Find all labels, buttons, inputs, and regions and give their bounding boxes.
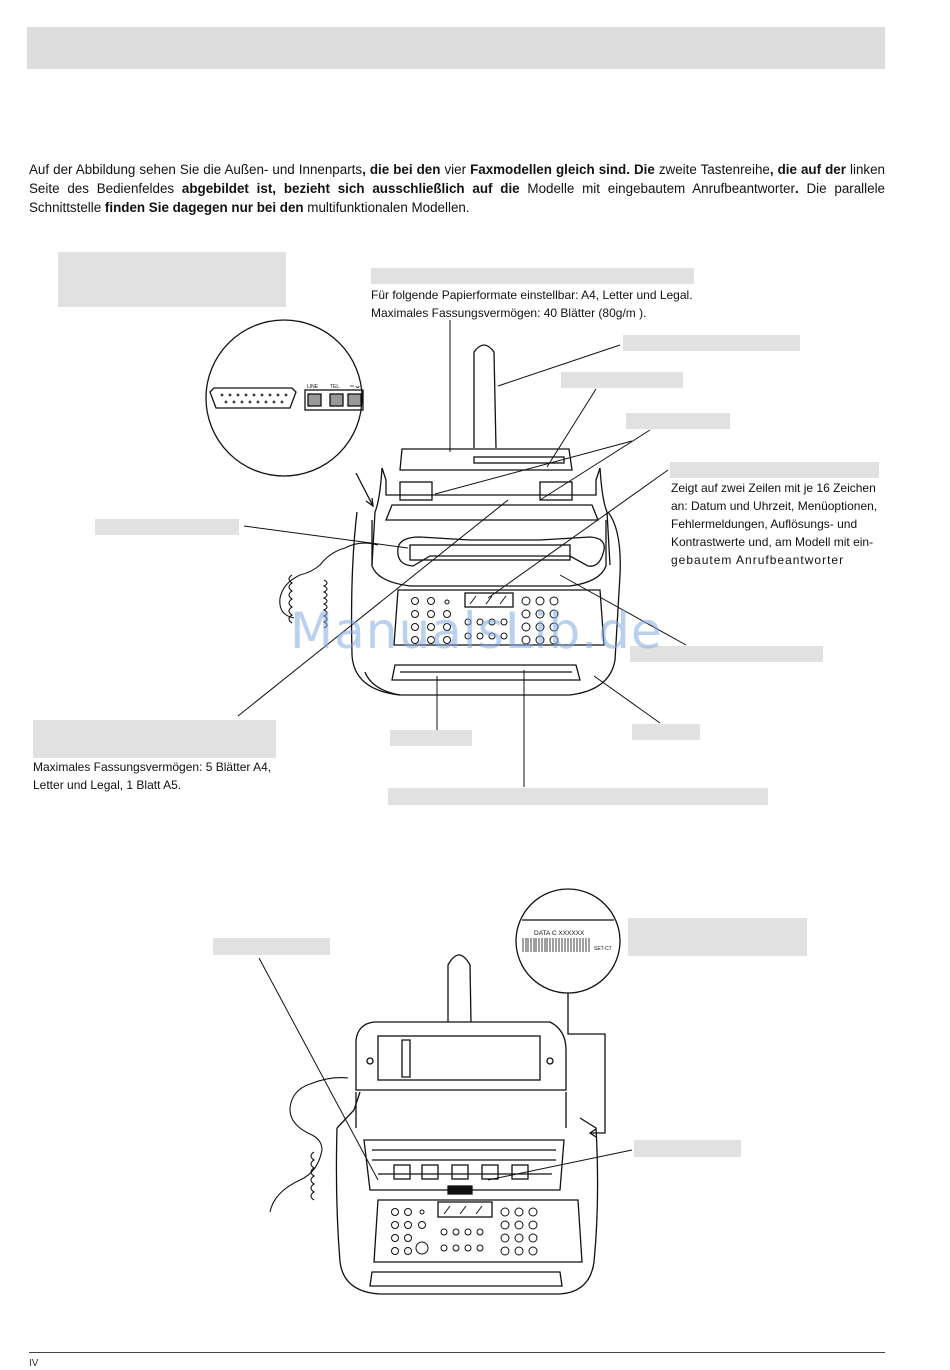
line-jack-label: LINE [307,384,319,390]
label-display [670,462,879,478]
label-serial-number [628,918,807,956]
paper-tray-note: Für folgende Papierformate einstellbar: … [371,288,693,320]
label-document-exit [390,730,472,746]
serial-label-text: DATA C XXXXXX [534,930,585,937]
connector-pins [220,393,288,404]
label-scanner [634,1140,741,1157]
keypad-right [521,596,559,645]
handset [397,536,605,567]
page-number: IV [29,1358,39,1369]
display-note: Zeigt auf zwei Zeilen mit je 16 Zeichen … [671,481,878,567]
manual-feed-note: Maximales Fassungsvermögen: 5 Blätter A4… [33,760,272,792]
label-parallel-interface [58,252,286,307]
barcode [522,938,590,952]
label-manual-feed [33,720,276,758]
tel-jack-label: TEL. [330,384,341,390]
serial-label-suffix: SET-C7 [594,946,612,952]
label-paper-guides [626,413,730,429]
label-paper-tray [371,268,694,284]
label-control-panel [630,646,823,662]
handset-cord [279,542,379,629]
label-paper-support [561,372,683,388]
label-cover [632,724,700,740]
footer-rule [29,1352,885,1353]
connector-detail-circle [205,319,363,477]
watermark: ManualsLib.de [290,602,663,660]
header-bar [27,27,885,69]
label-paper-exit [388,788,768,805]
antenna [473,344,497,449]
label-print-head [213,938,330,955]
keypad-left [411,597,508,644]
label-antenna [623,335,800,351]
label-handset [95,519,239,535]
intro-paragraph: Auf der Abbildung sehen Sie die Außen- u… [29,162,886,215]
